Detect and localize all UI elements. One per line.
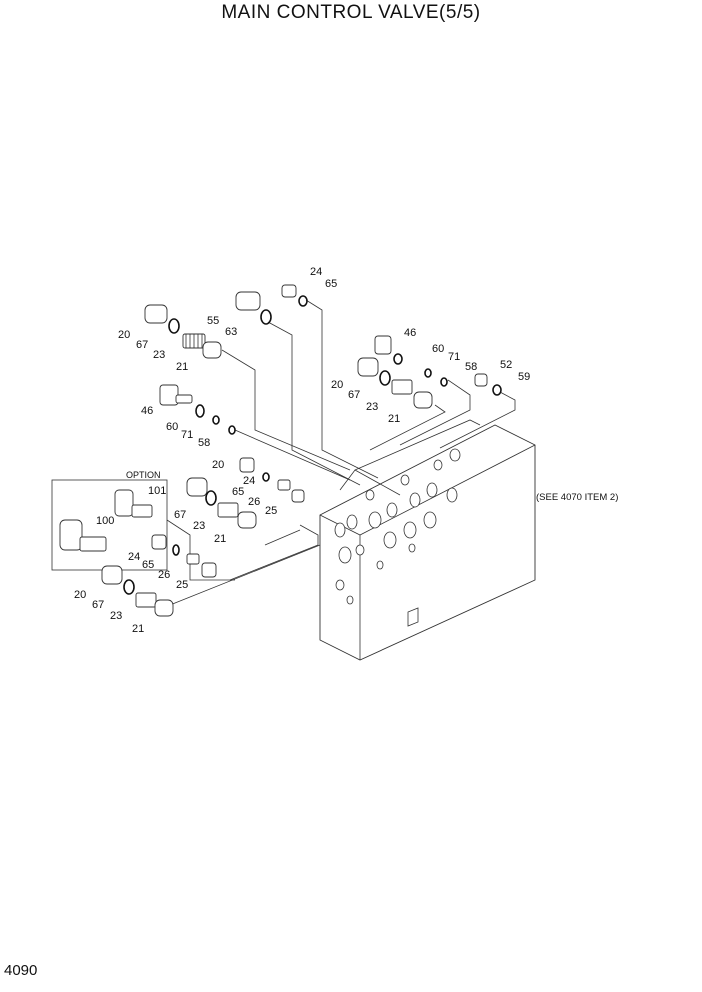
callout-26: 26: [248, 496, 260, 508]
callout-23: 23: [110, 610, 122, 622]
callout-21: 21: [214, 533, 226, 545]
callout-71: 71: [181, 429, 193, 441]
callout-25: 25: [176, 579, 188, 591]
callout-23: 23: [193, 520, 205, 532]
callout-24: 24: [243, 475, 255, 487]
callout-23: 23: [366, 401, 378, 413]
callout-21: 21: [176, 361, 188, 373]
callout-65: 65: [325, 278, 337, 290]
callout-labels: 24 65 20 67 23 21 55 63 46 60 71 58 46 6…: [74, 266, 618, 635]
callout-55: 55: [207, 315, 219, 327]
callout-20: 20: [118, 329, 130, 341]
callout-60: 60: [432, 343, 444, 355]
callout-71: 71: [448, 351, 460, 363]
valve-block: [319, 419, 536, 661]
callout-100: 100: [96, 515, 114, 527]
callout-46: 46: [404, 327, 416, 339]
part-graphics: [59, 284, 502, 617]
callout-26: 26: [158, 569, 170, 581]
callout-60: 60: [166, 421, 178, 433]
callout-59: 59: [518, 371, 530, 383]
callout-65: 65: [232, 486, 244, 498]
callout-20: 20: [212, 459, 224, 471]
callout-21: 21: [132, 623, 144, 635]
callout-65: 65: [142, 559, 154, 571]
callout-21: 21: [388, 413, 400, 425]
callout-63: 63: [225, 326, 237, 338]
callout-25: 25: [265, 505, 277, 517]
callout-67: 67: [174, 509, 186, 521]
page-number: 4090: [4, 962, 38, 979]
callout-58: 58: [465, 361, 477, 373]
callout-23: 23: [153, 349, 165, 361]
diagram-title: MAIN CONTROL VALVE(5/5): [221, 2, 481, 23]
callout-58: 58: [198, 437, 210, 449]
callout-67: 67: [92, 599, 104, 611]
callout-24: 24: [128, 551, 140, 563]
callout-20: 20: [331, 379, 343, 391]
callout-20: 20: [74, 589, 86, 601]
reference-note: (SEE 4070 ITEM 2): [536, 492, 618, 503]
callout-24: 24: [310, 266, 322, 278]
callout-67: 67: [348, 389, 360, 401]
callout-67: 67: [136, 339, 148, 351]
option-label: OPTION: [126, 470, 161, 480]
callout-101: 101: [148, 485, 166, 497]
callout-52: 52: [500, 359, 512, 371]
callout-46: 46: [141, 405, 153, 417]
